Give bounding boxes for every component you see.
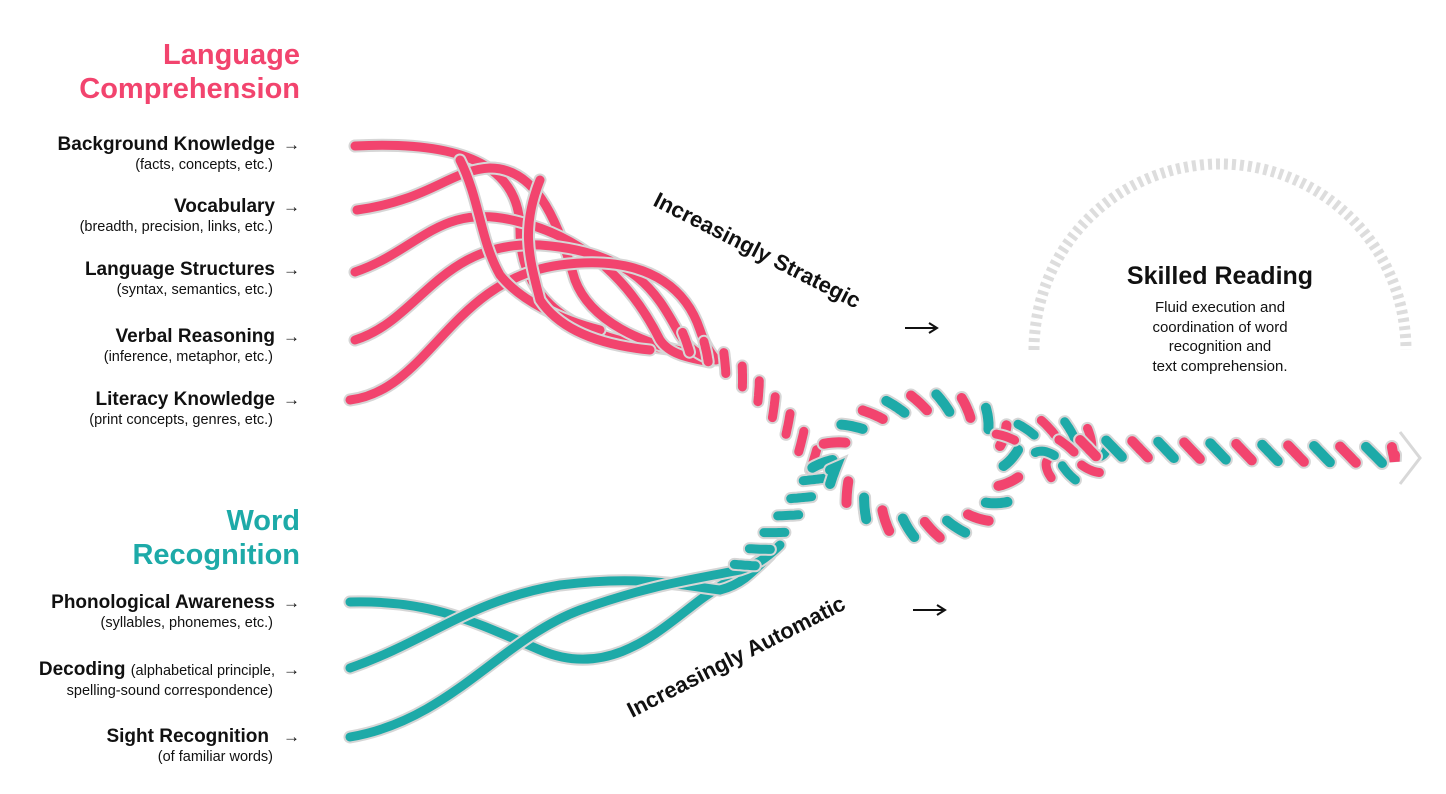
small-loop-rope-twist bbox=[1060, 417, 1080, 443]
strand-phonological-awareness: Phonological Awareness→ (syllables, phon… bbox=[51, 592, 300, 631]
small-loop-rope-twist bbox=[991, 429, 1020, 445]
arrow-right-icon: → bbox=[283, 390, 300, 409]
loop-rope-twist bbox=[857, 405, 888, 424]
wr-rope-twist bbox=[773, 510, 804, 521]
strand-vocabulary-line bbox=[352, 163, 705, 360]
final-rope-twist bbox=[1075, 435, 1101, 462]
final-rope-twist bbox=[1231, 438, 1257, 466]
loop-rope-twist bbox=[980, 402, 994, 435]
small-loop-rope-twist bbox=[1057, 461, 1080, 485]
lc-rope-twist bbox=[767, 392, 780, 423]
loop-rope-twist bbox=[906, 390, 932, 416]
loop-rope-twist bbox=[881, 395, 910, 418]
final-rope-twist bbox=[1361, 441, 1387, 468]
final-rope-twist bbox=[1153, 436, 1179, 464]
skilled-reading-arc bbox=[1028, 158, 1412, 351]
loop-rope-twist bbox=[897, 513, 920, 542]
final-rope-twist bbox=[1335, 441, 1361, 468]
increasingly-automatic-label: Increasingly Automatic bbox=[623, 591, 849, 723]
loop-rope-twist bbox=[836, 419, 868, 434]
wr-rope-twist bbox=[744, 544, 775, 554]
final-rope-twist bbox=[1309, 441, 1335, 468]
loop-rope-twist bbox=[818, 437, 851, 449]
loop-rope-twist bbox=[807, 455, 838, 473]
loop-rope-twist bbox=[859, 492, 872, 525]
lc-rope-twist bbox=[678, 327, 694, 357]
loop-rope-twist bbox=[998, 444, 1023, 471]
arrow-right-icon: → bbox=[283, 327, 300, 346]
word-strands bbox=[343, 538, 787, 744]
final-rope-twist bbox=[1101, 435, 1127, 462]
strand-decoding: Decoding (alphabetical principle,→ spell… bbox=[38, 659, 300, 699]
wr-rope-twist bbox=[786, 492, 817, 504]
small-loop-rope-twist bbox=[1054, 435, 1079, 457]
language-strands bbox=[343, 138, 727, 407]
arrow-right-icon: → bbox=[283, 593, 300, 612]
increasingly-automatic-arrow bbox=[913, 604, 947, 616]
increasingly-strategic-arrow bbox=[905, 322, 939, 334]
small-loop-rope-twist bbox=[1030, 446, 1059, 460]
lc-rope-twist bbox=[781, 409, 795, 439]
small-loop-rope-twist bbox=[1036, 415, 1060, 440]
strand-decoding-line bbox=[345, 550, 775, 673]
strand-verbal-reasoning: Verbal Reasoning→ (inference, metaphor, … bbox=[103, 326, 300, 365]
arrow-right-icon: → bbox=[283, 197, 300, 216]
strand-language-structures: Language Structures→ (syntax, semantics,… bbox=[84, 259, 300, 298]
skilled-reading-title: Skilled Reading bbox=[1126, 262, 1314, 290]
arrow-right-icon: → bbox=[283, 260, 300, 279]
final-rope-twist bbox=[1205, 438, 1231, 465]
word-recognition-title: Word Recognition bbox=[132, 505, 300, 571]
strand-vocabulary: Vocabulary→ (breadth, precision, links, … bbox=[79, 196, 300, 235]
small-loop-rope-twist bbox=[1013, 419, 1039, 440]
lc-rope-twist bbox=[753, 376, 764, 407]
loop-rope-twist bbox=[980, 496, 1013, 509]
small-loop-rope-twist bbox=[1077, 460, 1104, 477]
loop-rope-twist bbox=[841, 476, 854, 508]
lc-rope-twist bbox=[794, 426, 809, 457]
skilled-reading-description: Fluid execution and coordination of word… bbox=[1152, 299, 1288, 375]
lc-rope-twist bbox=[719, 348, 731, 378]
twisted-rope bbox=[676, 325, 1402, 573]
rope-end-chevron bbox=[1398, 431, 1422, 485]
lc-rope-twist bbox=[699, 336, 713, 367]
loop-rope-twist bbox=[993, 472, 1024, 491]
small-loop-rope-twist bbox=[1041, 455, 1056, 483]
arrow-right-icon: → bbox=[283, 727, 300, 746]
loop-rope-twist bbox=[963, 509, 994, 526]
final-rope-twist bbox=[1179, 437, 1205, 464]
arrow-right-icon: → bbox=[283, 135, 300, 154]
loop-rope-twist bbox=[919, 516, 945, 543]
wr-rope-twist bbox=[798, 473, 829, 486]
language-comprehension-title: Language Comprehension bbox=[79, 39, 300, 105]
final-rope-twist bbox=[1257, 439, 1283, 467]
wr-rope-twist bbox=[729, 559, 760, 571]
skilled-reading-block: Skilled Reading Fluid execution and coor… bbox=[1070, 258, 1370, 376]
loop-rope-twist bbox=[825, 457, 845, 489]
loop-rope-twist bbox=[877, 505, 895, 536]
increasingly-automatic-text: Increasingly Automatic bbox=[623, 591, 849, 723]
strand-sight-recognition: Sight Recognition→ (of familiar words) bbox=[106, 726, 300, 765]
loop-rope-twist bbox=[931, 389, 955, 417]
arrow-right-icon: → bbox=[283, 660, 300, 679]
final-rope-twist bbox=[1127, 436, 1153, 463]
strand-background-knowledge: Background Knowledge→ (facts, concepts, … bbox=[57, 134, 300, 173]
strand-literacy-knowledge: Literacy Knowledge→ (print concepts, gen… bbox=[89, 389, 300, 428]
final-rope-twist bbox=[1386, 442, 1400, 463]
loop-rope-twist bbox=[956, 393, 976, 423]
loop-rope-twist bbox=[942, 515, 971, 538]
strand-weave-2 bbox=[523, 175, 655, 355]
final-rope-twist bbox=[1283, 440, 1309, 467]
